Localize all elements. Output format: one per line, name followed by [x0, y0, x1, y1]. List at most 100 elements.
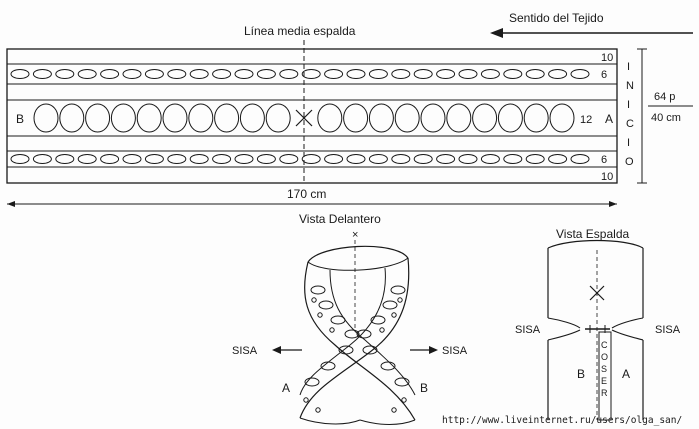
- sisa-left-label-front: SISA: [232, 345, 258, 357]
- small-cable-ellipse: [458, 69, 478, 79]
- letter-a-right: A: [605, 112, 613, 126]
- small-cable-ellipse: [144, 154, 164, 164]
- small-cable-ellipse: [458, 154, 478, 164]
- large-cable-ellipse: [394, 103, 420, 133]
- svg-text:R: R: [601, 388, 608, 398]
- large-cable-ellipse: [136, 103, 162, 133]
- front-hem-right: [359, 419, 416, 425]
- front-small-dot: [329, 327, 335, 333]
- row-count-12: 12: [580, 114, 592, 126]
- small-cable-ellipse: [525, 69, 545, 79]
- band-a-outer-edge: [304, 261, 416, 421]
- small-cable-ellipse: [234, 69, 254, 79]
- front-cable-ellipse: [382, 300, 398, 310]
- large-cable-ellipse: [549, 103, 575, 133]
- inicio-vertical-label: I N I C I O: [625, 61, 634, 168]
- front-letter-a: A: [282, 381, 290, 395]
- back-top-edge: [547, 239, 644, 249]
- front-cable-ellipse: [330, 315, 346, 325]
- front-small-dot: [391, 312, 397, 318]
- small-cable-ellipse: [55, 154, 75, 164]
- front-cable-ellipse: [362, 345, 378, 355]
- back-letter-a: A: [622, 367, 630, 381]
- small-cable-ellipse: [144, 69, 164, 79]
- small-cable-ellipse: [525, 154, 545, 164]
- back-view: Vista Espalda SISA SISA B A C O S E: [515, 227, 681, 421]
- svg-text:N: N: [626, 80, 634, 92]
- svg-text:E: E: [601, 376, 607, 386]
- front-small-dot: [379, 327, 385, 333]
- small-cable-ellipse: [324, 69, 344, 79]
- front-cable-ellipse: [394, 377, 410, 387]
- large-cable-ellipse: [420, 103, 446, 133]
- back-left-armhole-upper: [547, 317, 581, 329]
- small-cable-ellipse: [212, 69, 232, 79]
- front-small-dot: [317, 312, 323, 318]
- small-cable-ellipse: [368, 154, 388, 164]
- small-cable-ellipse: [10, 154, 30, 164]
- front-cable-ellipse: [320, 361, 336, 371]
- front-cable-motifs: [303, 285, 410, 413]
- large-cable-ellipse: [497, 103, 523, 133]
- collar-inner-edge: [307, 257, 409, 271]
- small-cable-ellipse: [279, 69, 299, 79]
- small-cable-ellipse: [503, 154, 523, 164]
- band-b-outer-edge: [299, 257, 410, 419]
- small-cable-ellipse: [413, 69, 433, 79]
- back-x-mark: [589, 285, 605, 301]
- large-cable-ellipse: [59, 103, 85, 133]
- small-cable-ellipse: [480, 154, 500, 164]
- front-view: Vista Delantero × SISA SISA A B: [232, 212, 468, 425]
- large-cable-ellipse: [239, 103, 265, 133]
- front-cable-ellipse: [380, 361, 396, 371]
- front-small-dot: [315, 407, 321, 413]
- small-cable-ellipse: [324, 154, 344, 164]
- small-cable-ellipse: [234, 154, 254, 164]
- small-cable-ellipse: [167, 154, 187, 164]
- large-cable-ellipse: [343, 103, 369, 133]
- small-cable-ellipse: [570, 154, 590, 164]
- sisa-right-label-back: SISA: [655, 324, 681, 336]
- small-cable-ellipse: [256, 154, 276, 164]
- band-a-inner-edge: [329, 269, 416, 396]
- sew-seam-strip: [598, 331, 612, 421]
- small-cable-ellipse: [189, 154, 209, 164]
- sisa-left-label-back: SISA: [515, 324, 541, 336]
- small-cable-ellipse: [548, 69, 568, 79]
- small-cable-ellipse: [77, 154, 97, 164]
- front-view-top-mark: ×: [352, 229, 358, 241]
- small-cable-ellipse: [32, 69, 52, 79]
- small-cable-ellipse: [346, 69, 366, 79]
- front-small-dot: [311, 297, 317, 303]
- row-count-10-bottom: 10: [601, 171, 613, 183]
- large-cable-ellipse: [265, 103, 291, 133]
- back-left-armhole-lower: [547, 329, 581, 341]
- center-x-mark: [295, 109, 313, 127]
- small-cable-ellipse: [436, 154, 456, 164]
- band-b-inner-edge: [299, 267, 386, 396]
- large-cable-ellipse: [523, 103, 549, 133]
- direction-label: Sentido del Tejido: [509, 11, 604, 25]
- small-cable-ellipse: [167, 69, 187, 79]
- front-cable-ellipse: [338, 345, 354, 355]
- small-cable-ellipse: [100, 69, 120, 79]
- small-cable-ellipse: [279, 154, 299, 164]
- front-cable-ellipse: [304, 377, 320, 387]
- sisa-right-label-front: SISA: [442, 345, 468, 357]
- svg-text:C: C: [626, 118, 634, 130]
- small-cable-ellipse: [301, 69, 321, 79]
- small-cable-ellipse: [10, 69, 30, 79]
- small-cable-ellipse: [570, 69, 590, 79]
- small-cable-ellipse: [346, 154, 366, 164]
- back-view-title: Vista Espalda: [556, 227, 629, 241]
- small-cable-ellipse: [413, 154, 433, 164]
- svg-text:C: C: [601, 340, 608, 350]
- large-cable-ellipse: [446, 103, 472, 133]
- row-count-6-top: 6: [601, 69, 607, 81]
- top-panel: Sentido del Tejido Línea media espalda B…: [6, 11, 693, 207]
- height-cm-label: 40 cm: [651, 112, 681, 124]
- small-cable-ellipse: [391, 69, 411, 79]
- small-cable-ellipse: [77, 69, 97, 79]
- small-cable-ellipse: [391, 154, 411, 164]
